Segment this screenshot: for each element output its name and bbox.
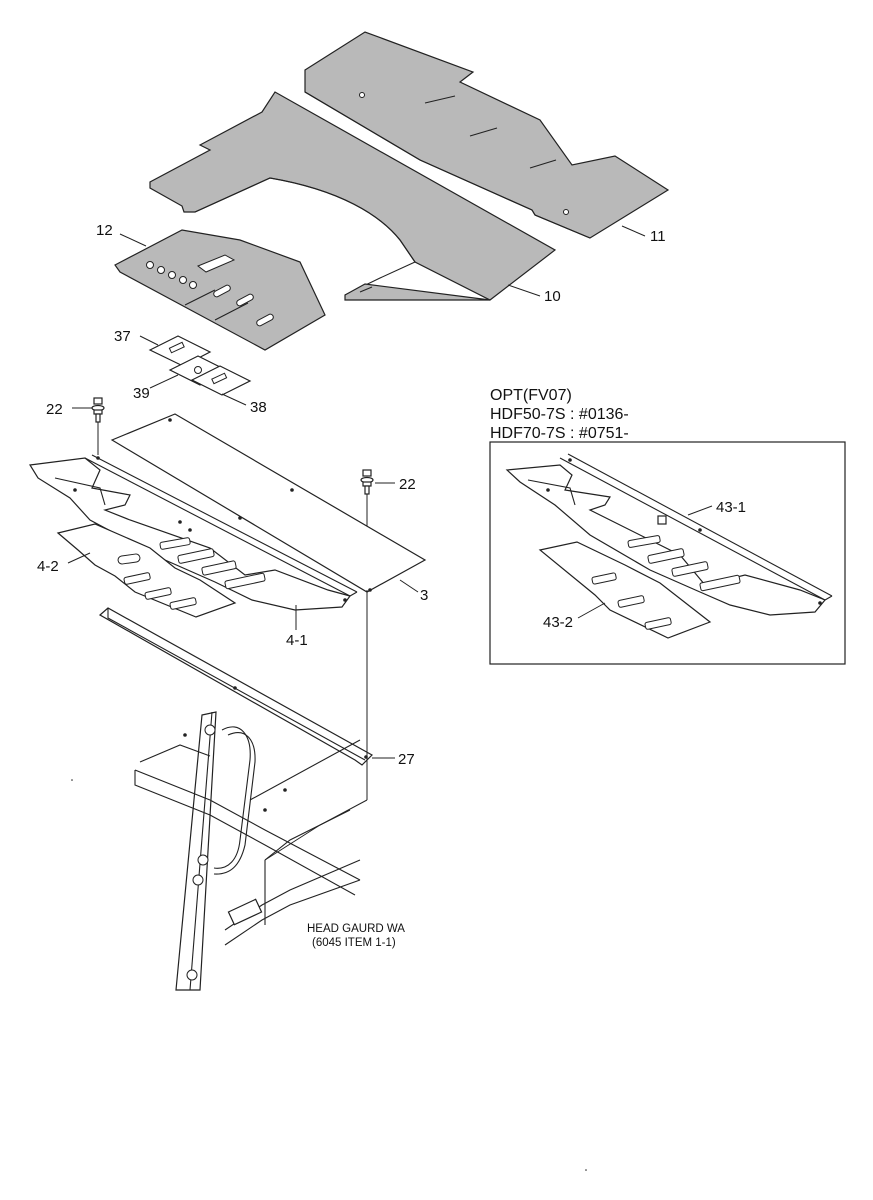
cover-plate [110, 413, 427, 593]
callout-43-1: 43-1 [716, 499, 746, 516]
angle-bar-27 [98, 607, 373, 766]
callout-39: 39 [133, 385, 150, 402]
reference-note-line2: (6045 ITEM 1-1) [312, 937, 396, 949]
plate-4-2 [56, 523, 237, 618]
callout-27: 27 [398, 751, 415, 768]
head-guard-frame [134, 590, 368, 991]
callout-38: 38 [250, 399, 267, 416]
callout-4-1: 4-1 [286, 632, 308, 649]
leader-lines [67, 225, 713, 759]
callout-22-right: 22 [399, 476, 416, 493]
bracket-43-1 [505, 453, 833, 616]
callout-3: 3 [420, 587, 428, 604]
bracket-4-1 [29, 454, 358, 611]
callout-10: 10 [544, 288, 561, 305]
reference-note-line1: HEAD GAURD WA [307, 923, 405, 935]
plate-43-2 [538, 541, 712, 639]
floor-mat-main [149, 91, 557, 301]
callout-4-2: 4-2 [37, 558, 59, 575]
option-box [489, 441, 846, 665]
option-model-hdf70: HDF70-7S : #0751- [490, 425, 629, 442]
callout-12: 12 [96, 222, 113, 239]
callout-37: 37 [114, 328, 131, 345]
bolt-22-left [91, 397, 105, 455]
option-title: OPT(FV07) [490, 387, 572, 404]
callout-43-2: 43-2 [543, 614, 573, 631]
callout-11: 11 [650, 228, 666, 245]
floor-mat-rear [304, 31, 670, 239]
pad-38 [190, 365, 252, 396]
option-model-hdf50: HDF50-7S : #0136- [490, 406, 629, 423]
callout-22-left: 22 [46, 401, 63, 418]
floor-mat-front [114, 229, 326, 351]
